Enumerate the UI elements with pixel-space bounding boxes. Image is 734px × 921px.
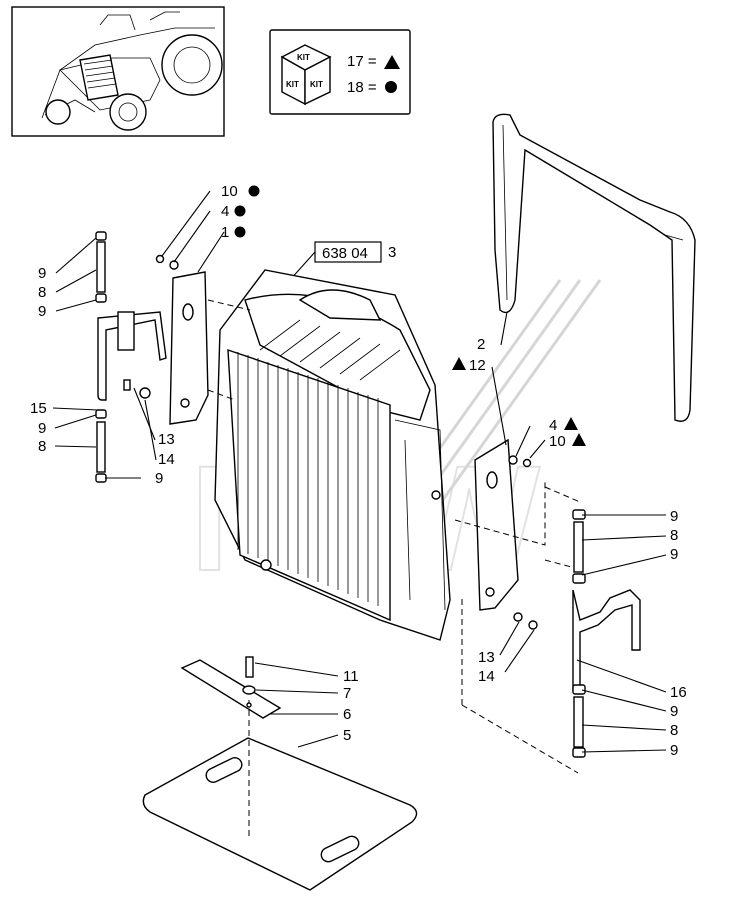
- right-hose-set: [461, 486, 641, 774]
- callout-9: 9: [670, 703, 678, 720]
- callout-9: 9: [38, 265, 46, 282]
- svg-text:638 04: 638 04: [322, 245, 368, 262]
- callout-4-right: 4: [549, 417, 557, 434]
- callout-10-right: 10: [549, 433, 566, 450]
- callout-14: 14: [158, 451, 175, 468]
- triangle-icon: [452, 357, 466, 370]
- svg-text:KIT: KIT: [297, 53, 310, 62]
- shroud-frame: [492, 113, 696, 422]
- dot-icon: [248, 185, 260, 197]
- callout-16: 16: [670, 684, 687, 701]
- kit-legend: KIT KIT KIT 17 = 18 =: [269, 29, 411, 115]
- kit-18-label: 18 =: [347, 79, 377, 96]
- callout-13: 13: [478, 649, 495, 666]
- radiator-assembly: [214, 269, 451, 641]
- callout-9: 9: [38, 303, 46, 320]
- callout-5: 5: [343, 727, 351, 744]
- callout-13: 13: [158, 431, 175, 448]
- svg-text:KIT: KIT: [286, 80, 299, 89]
- dot-icon: [234, 226, 246, 238]
- lower-right-fasteners: [513, 612, 538, 630]
- tractor-thumbnail: [11, 6, 225, 137]
- callout-6: 6: [343, 706, 351, 723]
- callout-8: 8: [38, 438, 46, 455]
- dot-icon: [234, 205, 246, 217]
- callout-4-left: 4: [221, 203, 229, 220]
- washer-4-left: [169, 260, 179, 270]
- reference-box: 638 04: [271, 241, 382, 301]
- callout-9: 9: [670, 546, 678, 563]
- callout-labels: 10 4 1 3 9 8 9 15 9 8 9 13 14 2 12 4 10 …: [30, 183, 687, 759]
- callout-9: 9: [38, 420, 46, 437]
- bottom-plate: [142, 656, 418, 891]
- callout-2: 2: [477, 336, 485, 353]
- washer-4-right: [508, 455, 518, 465]
- svg-text:KIT: KIT: [310, 80, 323, 89]
- left-hose-set: [95, 231, 167, 483]
- callout-8: 8: [670, 722, 678, 739]
- callout-7: 7: [343, 685, 351, 702]
- callout-9: 9: [670, 508, 678, 525]
- callout-8: 8: [670, 527, 678, 544]
- dot-icon: [385, 81, 397, 93]
- callout-14: 14: [478, 668, 495, 685]
- callout-11: 11: [343, 668, 359, 685]
- callout-8: 8: [38, 284, 46, 301]
- triangle-icon: [572, 433, 586, 446]
- callout-3: 3: [388, 244, 396, 261]
- callout-10-left: 10: [221, 183, 238, 200]
- kit-17-label: 17 =: [347, 53, 377, 70]
- triangle-icon: [384, 55, 400, 69]
- left-bracket: [155, 254, 251, 425]
- bolt-10-right: [522, 458, 532, 468]
- callout-9: 9: [670, 742, 678, 759]
- callout-1: 1: [221, 224, 229, 241]
- callout-12: 12: [469, 357, 486, 374]
- bolt-10-left: [155, 254, 165, 264]
- callout-15: 15: [30, 400, 47, 417]
- callout-9: 9: [155, 470, 163, 487]
- leader-lines: [52, 190, 667, 753]
- kit-cube-icon: KIT KIT KIT: [280, 44, 332, 106]
- right-bracket: [454, 438, 546, 611]
- triangle-icon: [564, 417, 578, 430]
